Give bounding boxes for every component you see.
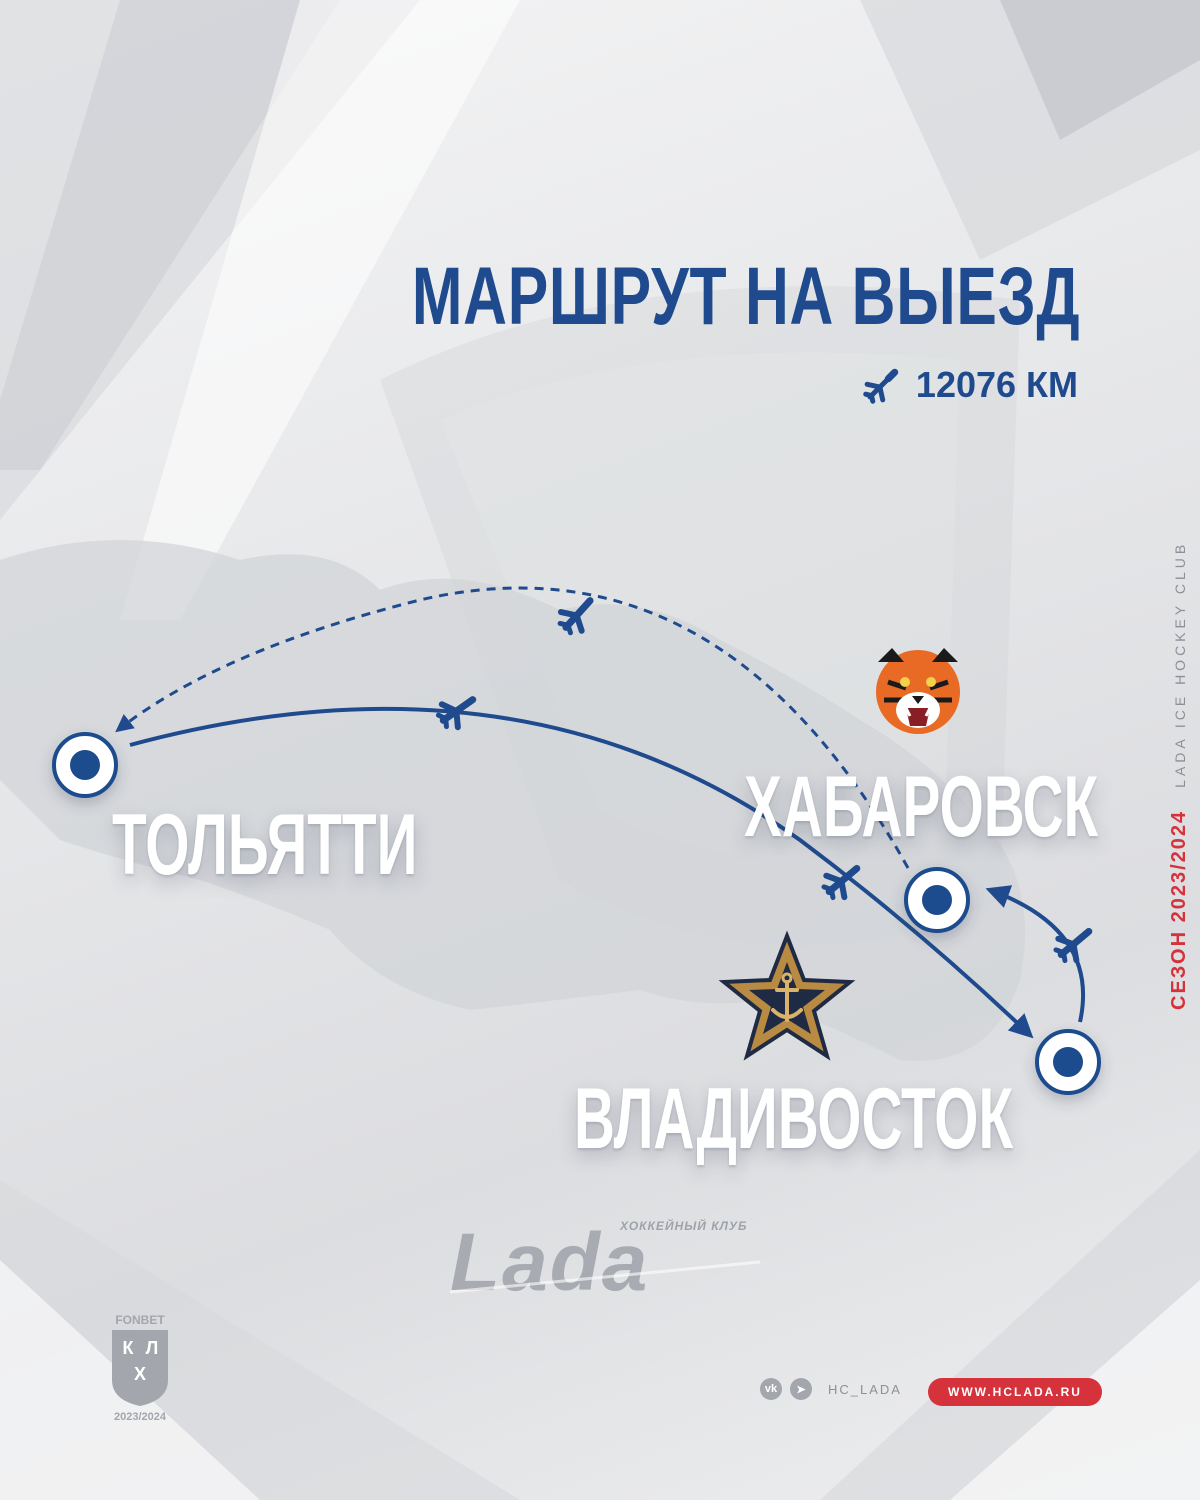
website-link[interactable]: WWW.HCLADA.RU [928, 1378, 1102, 1406]
distance-info: 12076 КМ [862, 364, 1078, 406]
khl-letter-kh: Х [134, 1364, 146, 1384]
route-vladivostok-khabarovsk [985, 885, 1086, 1023]
airplane-icon [555, 591, 601, 637]
khl-season: 2023/2024 [114, 1411, 167, 1422]
lada-subtitle: ХОККЕЙНЫЙ КЛУБ [619, 1217, 747, 1233]
telegram-icon[interactable]: ➤ [790, 1378, 812, 1400]
vk-icon[interactable]: vk [760, 1378, 782, 1400]
city-marker-khabarovsk [904, 867, 970, 933]
page-title: МАРШРУТ НА ВЫЕЗД [411, 251, 1080, 342]
khl-letter-k: К [123, 1338, 135, 1358]
distance-value: 12076 КМ [915, 364, 1078, 405]
social-handle[interactable]: HC_LADA [828, 1381, 902, 1397]
admiral-star-anchor-logo [718, 930, 856, 1061]
city-label-tolyatti: ТОЛЬЯТТИ [112, 797, 418, 893]
airplane-icon [863, 368, 899, 404]
city-label-khabarovsk: ХАБАРОВСК [744, 759, 1099, 855]
city-marker-vladivostok [1035, 1029, 1101, 1095]
airplane-icon [1051, 921, 1097, 966]
city-marker-tolyatti [52, 732, 118, 798]
route-khabarovsk-tolyatti [115, 586, 910, 869]
social-links: vk ➤ HC_LADA [760, 1378, 902, 1400]
amur-tiger-logo [876, 648, 960, 734]
lada-logo: ХОККЕЙНЫЙ КЛУБ Lada [449, 1217, 761, 1308]
lada-wordmark: Lada [450, 1217, 649, 1308]
khl-sponsor: FONBET [115, 1313, 165, 1327]
city-label-vladivostok: ВЛАДИВОСТОК [574, 1071, 1014, 1167]
khl-letter-l: Л [146, 1338, 159, 1358]
route-tolyatti-vladivostok [129, 706, 1034, 1039]
airplane-icon [819, 858, 865, 903]
khl-logo: FONBET К Л Х 2023/2024 [112, 1313, 168, 1422]
